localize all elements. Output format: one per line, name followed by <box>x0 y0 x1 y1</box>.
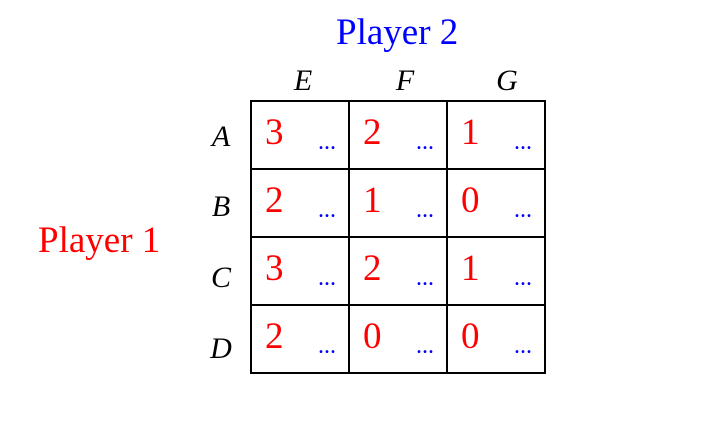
player2-payoff: ... <box>514 197 532 223</box>
payoff-cell: 1 ... <box>446 236 546 306</box>
player2-payoff: ... <box>416 333 434 359</box>
player1-payoff: 0 <box>461 316 480 357</box>
payoff-cell: 2 ... <box>348 236 448 306</box>
payoff-cell: 1 ... <box>446 100 546 170</box>
row-label-b: B <box>211 190 231 223</box>
payoff-cell: 0 ... <box>446 168 546 238</box>
payoff-cell: 2 ... <box>250 168 350 238</box>
row-label-d: D <box>210 332 232 365</box>
column-label-f: F <box>395 64 415 97</box>
player1-payoff: 0 <box>461 180 480 221</box>
matrix-row: 3 ... 2 ... 1 ... <box>250 236 546 306</box>
player1-payoff: 2 <box>363 112 382 153</box>
player2-payoff: ... <box>318 333 336 359</box>
player2-payoff: ... <box>416 197 434 223</box>
matrix-row: 3 ... 2 ... 1 ... <box>250 100 546 170</box>
payoff-cell: 0 ... <box>446 304 546 374</box>
player1-payoff: 2 <box>265 180 284 221</box>
payoff-cell: 1 ... <box>348 168 448 238</box>
payoff-cell: 0 ... <box>348 304 448 374</box>
player2-label: Player 2 <box>336 12 459 53</box>
player1-payoff: 0 <box>363 316 382 357</box>
row-label-c: C <box>210 261 231 294</box>
payoff-cell: 3 ... <box>250 236 350 306</box>
player2-payoff: ... <box>416 129 434 155</box>
player2-payoff: ... <box>514 265 532 291</box>
player2-payoff: ... <box>514 129 532 155</box>
player1-payoff: 2 <box>363 248 382 289</box>
column-label-e: E <box>293 64 313 97</box>
player2-payoff: ... <box>318 265 336 291</box>
player2-payoff: ... <box>318 197 336 223</box>
player1-payoff: 3 <box>265 112 284 153</box>
matrix-row: 2 ... 1 ... 0 ... <box>250 168 546 238</box>
payoff-cell: 2 ... <box>250 304 350 374</box>
player1-label: Player 1 <box>38 220 161 261</box>
player2-payoff: ... <box>514 333 532 359</box>
payoff-cell: 2 ... <box>348 100 448 170</box>
player1-payoff: 1 <box>461 248 480 289</box>
player2-payoff: ... <box>318 129 336 155</box>
player1-payoff: 1 <box>461 112 480 153</box>
player1-payoff: 3 <box>265 248 284 289</box>
player2-payoff: ... <box>416 265 434 291</box>
column-label-g: G <box>496 64 518 97</box>
payoff-matrix: 3 ... 2 ... 1 ... 2 ... 1 ... 0 ... 3 ..… <box>250 100 546 374</box>
row-label-a: A <box>211 120 231 153</box>
player1-payoff: 1 <box>363 180 382 221</box>
payoff-cell: 3 ... <box>250 100 350 170</box>
matrix-row: 2 ... 0 ... 0 ... <box>250 304 546 374</box>
player1-payoff: 2 <box>265 316 284 357</box>
